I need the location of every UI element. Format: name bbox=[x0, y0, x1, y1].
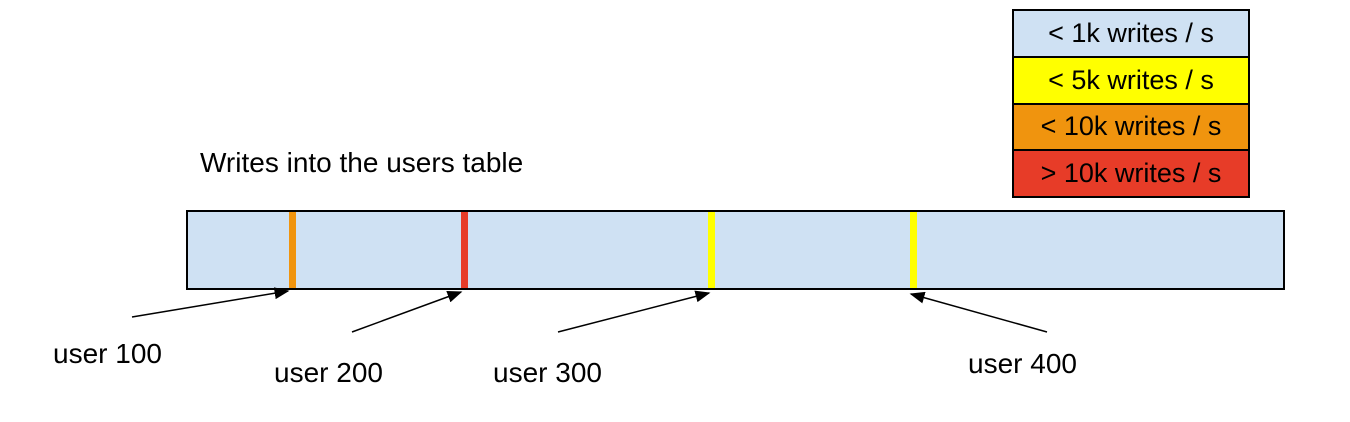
arrow-user-300 bbox=[557, 290, 711, 333]
diagram-title: Writes into the users table bbox=[200, 147, 524, 178]
legend: < 1k writes / s < 5k writes / s < 10k wr… bbox=[1012, 9, 1250, 198]
write-hotspot-marker-user-300 bbox=[708, 212, 715, 288]
users-table-bar bbox=[186, 210, 1285, 290]
legend-item-lt-5k: < 5k writes / s bbox=[1014, 55, 1248, 103]
legend-item-lt-1k: < 1k writes / s bbox=[1014, 11, 1248, 56]
legend-item-label: > 10k writes / s bbox=[1040, 158, 1222, 189]
arrow-user-400 bbox=[909, 291, 1048, 333]
label-user-200: user 200 bbox=[274, 357, 383, 388]
arrow-user-200 bbox=[351, 291, 463, 333]
legend-item-lt-10k: < 10k writes / s bbox=[1014, 102, 1248, 150]
legend-item-label: < 5k writes / s bbox=[1048, 64, 1214, 95]
legend-item-label: < 10k writes / s bbox=[1040, 111, 1222, 142]
label-user-300: user 300 bbox=[493, 357, 602, 388]
legend-item-gt-10k: > 10k writes / s bbox=[1014, 149, 1248, 196]
write-hotspot-marker-user-400 bbox=[910, 212, 917, 288]
label-user-400: user 400 bbox=[968, 348, 1077, 379]
legend-item-label: < 1k writes / s bbox=[1048, 17, 1214, 48]
arrow-user-100 bbox=[131, 287, 290, 318]
write-hotspot-marker-user-200 bbox=[461, 212, 468, 288]
write-hotspot-marker-user-100 bbox=[289, 212, 296, 288]
label-user-100: user 100 bbox=[53, 338, 162, 369]
